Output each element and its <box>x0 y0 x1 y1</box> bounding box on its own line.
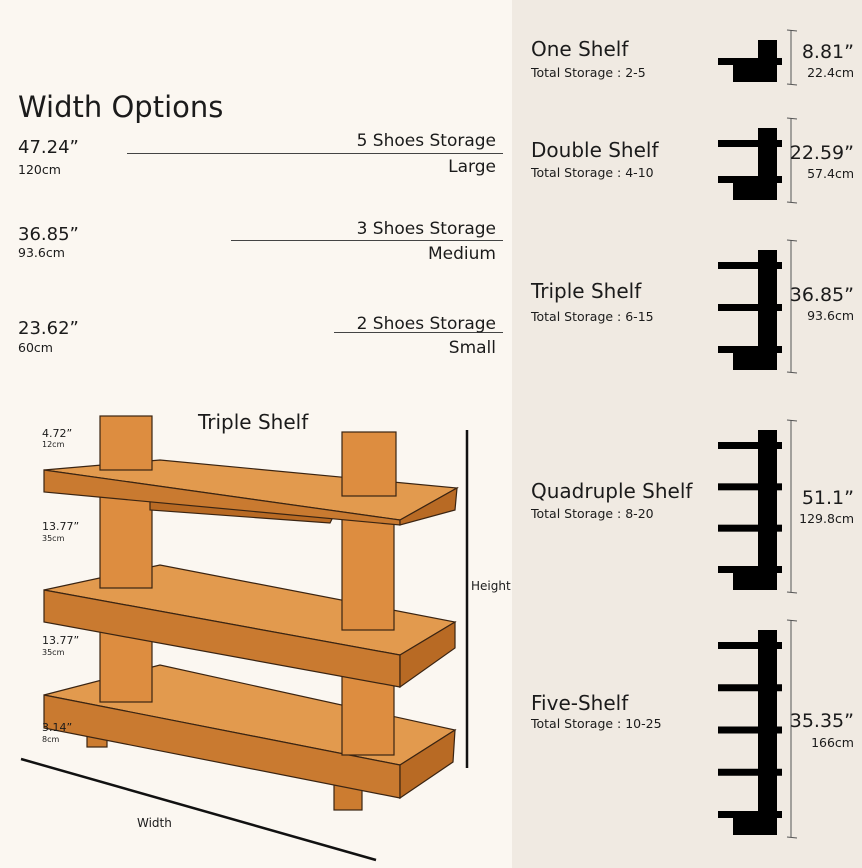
shelf-board-icon <box>718 811 782 818</box>
shelf-board-icon <box>718 304 782 311</box>
shelf-board-icon <box>718 262 782 269</box>
triple-shelf-inches: 36.85” <box>789 284 854 306</box>
one-shelf-storage: Total Storage : 2-5 <box>531 65 646 80</box>
shelf-board-icon <box>718 726 782 734</box>
double-shelf-name: Double Shelf <box>531 138 659 162</box>
five-shelf-name: Five-Shelf <box>531 691 629 715</box>
height-bracket-tick <box>786 371 798 374</box>
one-shelf-name: One Shelf <box>531 37 629 61</box>
double-shelf-inches: 22.59” <box>789 142 854 164</box>
dim-top-cm: 12cm <box>42 440 65 449</box>
dim-foot-inches: 3.14” <box>42 721 73 734</box>
width-large-line <box>127 153 503 154</box>
shelf-board-icon <box>718 483 782 491</box>
quadruple-shelf-inches: 51.1” <box>801 487 854 509</box>
double-shelf-storage: Total Storage : 4-10 <box>531 165 654 180</box>
height-bracket-tick <box>786 591 798 594</box>
height-bracket-tick <box>786 239 798 242</box>
dim-top-inches: 4.72” <box>42 427 73 440</box>
five-shelf-inches: 35.35” <box>789 710 854 732</box>
width-line <box>20 757 377 862</box>
width-small-size: Small <box>448 338 496 358</box>
dim-upper-gap-cm: 35cm <box>42 534 65 543</box>
width-medium-inches: 36.85” <box>18 224 79 245</box>
width-label: Width <box>137 816 172 830</box>
width-large-storage: 5 Shoes Storage <box>356 131 496 151</box>
height-bracket-tick <box>786 419 798 422</box>
shelf-board-icon <box>718 58 782 65</box>
height-bracket-tick <box>786 83 798 86</box>
shelf-base-icon <box>733 182 777 200</box>
dim-foot-cm: 8cm <box>42 735 60 744</box>
width-options-title: Width Options <box>18 90 224 124</box>
width-large-cm: 120cm <box>18 162 61 177</box>
height-label: Height <box>471 579 511 593</box>
five-shelf-storage: Total Storage : 10-25 <box>531 716 662 731</box>
width-medium-size: Medium <box>428 244 496 264</box>
width-small-storage: 2 Shoes Storage <box>356 314 496 334</box>
height-bracket-tick <box>786 836 798 839</box>
shelf-base-icon <box>733 572 777 590</box>
shelf-board-icon <box>718 140 782 147</box>
shelf-base-icon <box>733 352 777 370</box>
five-shelf-cm: 166cm <box>811 735 854 750</box>
illustration-title: Triple Shelf <box>198 410 309 434</box>
double-shelf-cm: 57.4cm <box>807 166 854 181</box>
shelf-board-icon <box>718 176 782 183</box>
width-medium-line <box>231 240 503 241</box>
shelf-board-icon <box>718 566 782 573</box>
one-shelf-inches: 8.81” <box>801 41 854 63</box>
triple-shelf-cm: 93.6cm <box>807 308 854 323</box>
width-large-size: Large <box>448 157 496 177</box>
shelf-type-icons <box>718 29 798 839</box>
dim-lower-gap-cm: 35cm <box>42 648 65 657</box>
width-small-inches: 23.62” <box>18 318 79 339</box>
width-large-inches: 47.24” <box>18 137 79 158</box>
right-panel <box>512 0 862 868</box>
shelf-base-icon <box>733 817 777 835</box>
shelf-base-icon <box>733 64 777 82</box>
dim-lower-gap-inches: 13.77” <box>42 634 80 647</box>
quadruple-shelf-storage: Total Storage : 8-20 <box>531 506 654 521</box>
shelf-board-icon <box>718 642 782 649</box>
shelf-board-icon <box>718 524 782 532</box>
dim-upper-gap-inches: 13.77” <box>42 520 80 533</box>
shelf-board-icon <box>718 768 782 776</box>
shelf-board-icon <box>718 684 782 692</box>
shelf-board-icon <box>718 442 782 449</box>
height-bracket-tick <box>786 29 798 32</box>
shelf-board-icon <box>718 346 782 353</box>
triple-shelf-storage: Total Storage : 6-15 <box>531 309 654 324</box>
shelf-post-icon <box>758 430 777 590</box>
width-medium-cm: 93.6cm <box>18 245 65 260</box>
width-small-cm: 60cm <box>18 340 53 355</box>
height-bracket-tick <box>786 201 798 204</box>
height-bracket-tick <box>786 619 798 622</box>
triple-shelf-name: Triple Shelf <box>531 279 642 303</box>
height-bracket-tick <box>786 117 798 120</box>
one-shelf-cm: 22.4cm <box>807 65 854 80</box>
quadruple-shelf-cm: 129.8cm <box>799 511 854 526</box>
quadruple-shelf-name: Quadruple Shelf <box>531 479 693 503</box>
width-small-line <box>334 332 503 333</box>
width-medium-storage: 3 Shoes Storage <box>356 219 496 239</box>
